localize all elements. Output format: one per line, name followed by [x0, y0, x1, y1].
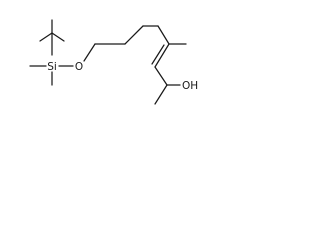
bond-tbu-methyl-left: [39, 32, 53, 42]
bond-tbu-methyl-right: [51, 32, 65, 42]
bond-c5-c4: [157, 25, 170, 45]
silicon-label: Si: [47, 61, 57, 73]
bond-c4-c3-double-a: [154, 43, 170, 68]
bond-c7-c6: [124, 25, 144, 45]
oxygen-label: O: [75, 61, 83, 73]
bond-c3-c2: [154, 66, 168, 86]
bond-c4-c3-double-b: [151, 44, 165, 65]
hydroxyl-label: OH: [182, 80, 198, 92]
bond-c2-methyl: [154, 84, 168, 105]
bond-o-c8: [83, 43, 96, 62]
molecule-canvas: Si O OH: [0, 0, 225, 126]
structure-diagram: Si O OH: [29, 19, 198, 105]
